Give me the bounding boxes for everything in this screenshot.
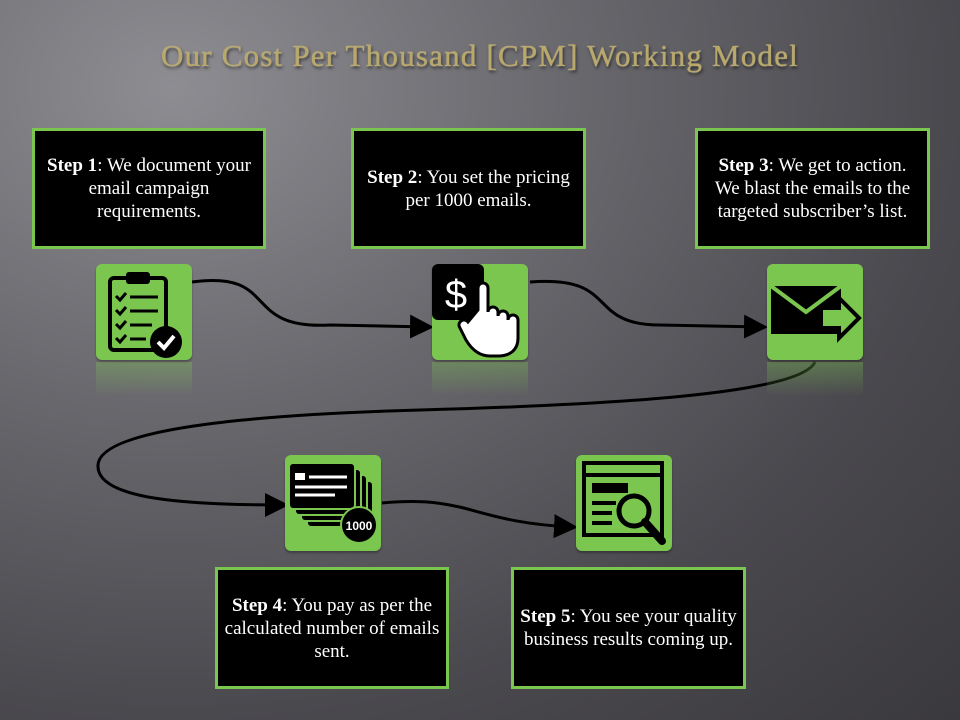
arrow-step3-to-step4	[96, 361, 817, 517]
step-1-box: Step 1: We document your email campaign …	[32, 128, 266, 249]
step-4-label: Step 4	[231, 594, 283, 616]
step-2-label: Step 2	[367, 166, 418, 188]
stack-badge-1000: 1000	[346, 519, 373, 533]
clipboard-check-icon	[96, 264, 192, 360]
step-5-text: : You see your quality business results …	[524, 606, 737, 650]
step-5-box: Step 5: You see your quality business re…	[511, 567, 746, 689]
step-2-box: Step 2: You set the pricing per 1000 ema…	[351, 128, 586, 249]
email-send-reflection	[767, 362, 863, 396]
step-3-label: Step 3	[718, 155, 769, 176]
svg-text:$: $	[445, 273, 467, 317]
step-4-box: Step 4: You pay as per the calculated nu…	[215, 567, 449, 689]
page-title: Our Cost Per Thousand [CPM] Working Mode…	[160, 38, 799, 73]
step-1-label: Step 1	[47, 155, 98, 176]
stacked-cards-icon: 1000	[285, 455, 381, 551]
step-3-text: : We get to action. We blast the emails …	[714, 155, 911, 222]
report-magnifier-icon	[576, 455, 672, 551]
clipboard-reflection	[96, 362, 192, 396]
step-4-text: : You pay as per the calculated number o…	[224, 594, 440, 662]
dollar-click-icon: $	[432, 264, 528, 360]
step-1-text: : We document your email campaign requir…	[88, 155, 251, 222]
step-5-label: Step 5	[520, 606, 571, 627]
arrow-step4-to-step5	[381, 500, 578, 539]
step-3-box: Step 3: We get to action. We blast the e…	[695, 128, 930, 249]
arrow-step1-to-step2	[191, 279, 434, 339]
email-send-icon	[767, 264, 863, 360]
step-2-text: : You set the pricing per 1000 emails.	[405, 166, 570, 211]
dollar-click-reflection	[432, 362, 528, 396]
arrow-step2-to-step3	[529, 279, 768, 339]
